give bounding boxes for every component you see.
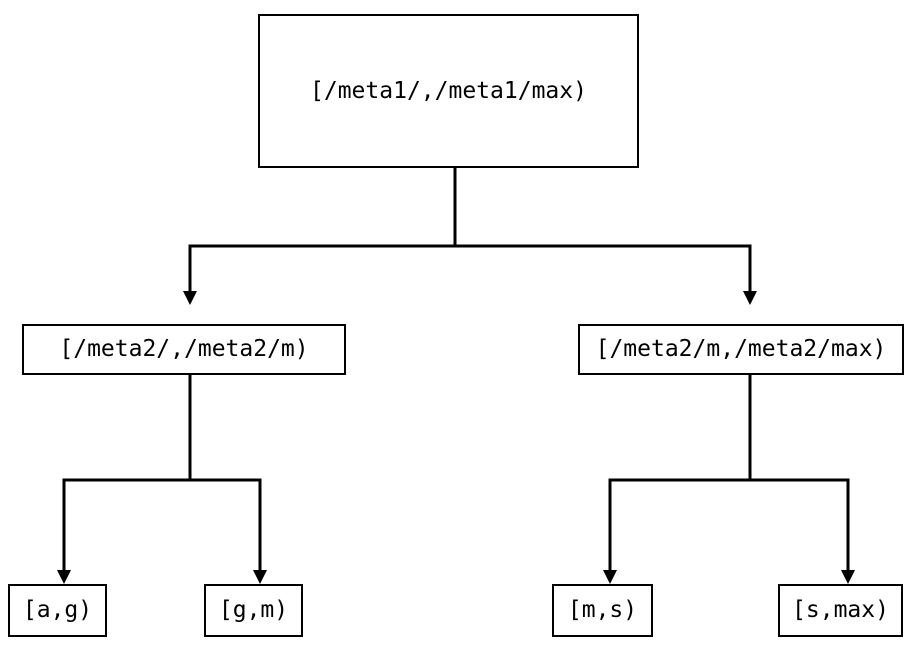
- tree-node-leaf-2[interactable]: [g,m): [204, 584, 303, 637]
- edge-mid-right-to-leaf-4: [750, 478, 855, 584]
- tree-node-mid-right-label: [/meta2/m,/meta2/max): [595, 336, 887, 362]
- tree-node-leaf-3[interactable]: [m,s): [552, 584, 653, 637]
- edge-mid-right-to-leaf-3: [603, 375, 752, 584]
- tree-node-mid-right[interactable]: [/meta2/m,/meta2/max): [578, 324, 904, 375]
- tree-node-leaf-4[interactable]: [s,max): [778, 584, 903, 637]
- tree-node-mid-left-label: [/meta2/,/meta2/m): [59, 336, 309, 362]
- tree-node-leaf-4-label: [s,max): [792, 597, 889, 623]
- edge-mid-left-to-leaf-1: [57, 375, 192, 584]
- tree-node-root[interactable]: [/meta1/,/meta1/max): [258, 14, 639, 168]
- tree-node-root-label: [/meta1/,/meta1/max): [310, 77, 587, 104]
- edge-root-to-mid-right: [455, 244, 757, 305]
- tree-node-mid-left[interactable]: [/meta2/,/meta2/m): [22, 324, 346, 375]
- tree-node-leaf-1[interactable]: [a,g): [8, 584, 107, 637]
- edge-root-to-mid-left: [183, 168, 457, 305]
- edge-mid-left-to-leaf-2: [190, 478, 267, 584]
- tree-node-leaf-3-label: [m,s): [567, 597, 638, 623]
- tree-node-leaf-2-label: [g,m): [218, 597, 289, 623]
- tree-node-leaf-1-label: [a,g): [22, 597, 93, 623]
